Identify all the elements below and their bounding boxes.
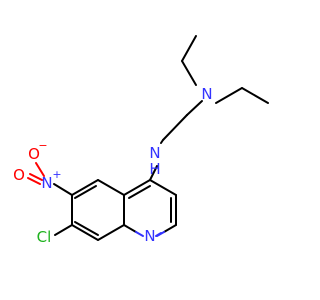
bond xyxy=(97,179,125,196)
bond xyxy=(162,114,188,141)
bond xyxy=(163,224,177,233)
atom-n-secondary-amine: N xyxy=(149,144,160,162)
atom-chlorine: Cl xyxy=(37,228,52,246)
atom-n-ring: N xyxy=(144,227,155,245)
bond xyxy=(181,35,197,62)
bond xyxy=(123,179,151,196)
bond-group xyxy=(53,35,269,241)
molecule-canvas: N N H N N + O − O Cl xyxy=(13,35,269,246)
bond xyxy=(135,231,144,237)
bond xyxy=(27,177,41,185)
bond xyxy=(53,183,73,196)
bond xyxy=(128,185,151,199)
hetero-bond-group xyxy=(27,162,165,237)
bond xyxy=(241,87,269,104)
charge-minus: − xyxy=(38,139,47,152)
atom-h-secondary-amine: H xyxy=(149,160,160,178)
bond xyxy=(35,162,45,177)
atom-o-nitro-bottom: O xyxy=(13,166,25,184)
charge-plus: + xyxy=(52,168,61,181)
bond xyxy=(74,221,99,236)
bond xyxy=(149,179,177,196)
atom-n-tertiary-amine: N xyxy=(201,85,212,103)
atom-n-nitro: N xyxy=(41,174,52,192)
atom-o-nitro-top: O xyxy=(28,145,40,163)
molecule-structure: N N H N N + O − O Cl xyxy=(13,35,269,246)
bond xyxy=(29,173,43,181)
bond xyxy=(215,87,243,104)
bond xyxy=(74,185,97,199)
bond xyxy=(181,60,197,86)
bond xyxy=(186,100,203,116)
bond xyxy=(71,179,99,196)
bond xyxy=(155,232,162,237)
bond xyxy=(123,224,137,233)
bond xyxy=(149,165,158,181)
bond xyxy=(71,224,99,241)
bond xyxy=(97,224,125,241)
bond xyxy=(54,224,73,236)
bond xyxy=(160,139,164,144)
